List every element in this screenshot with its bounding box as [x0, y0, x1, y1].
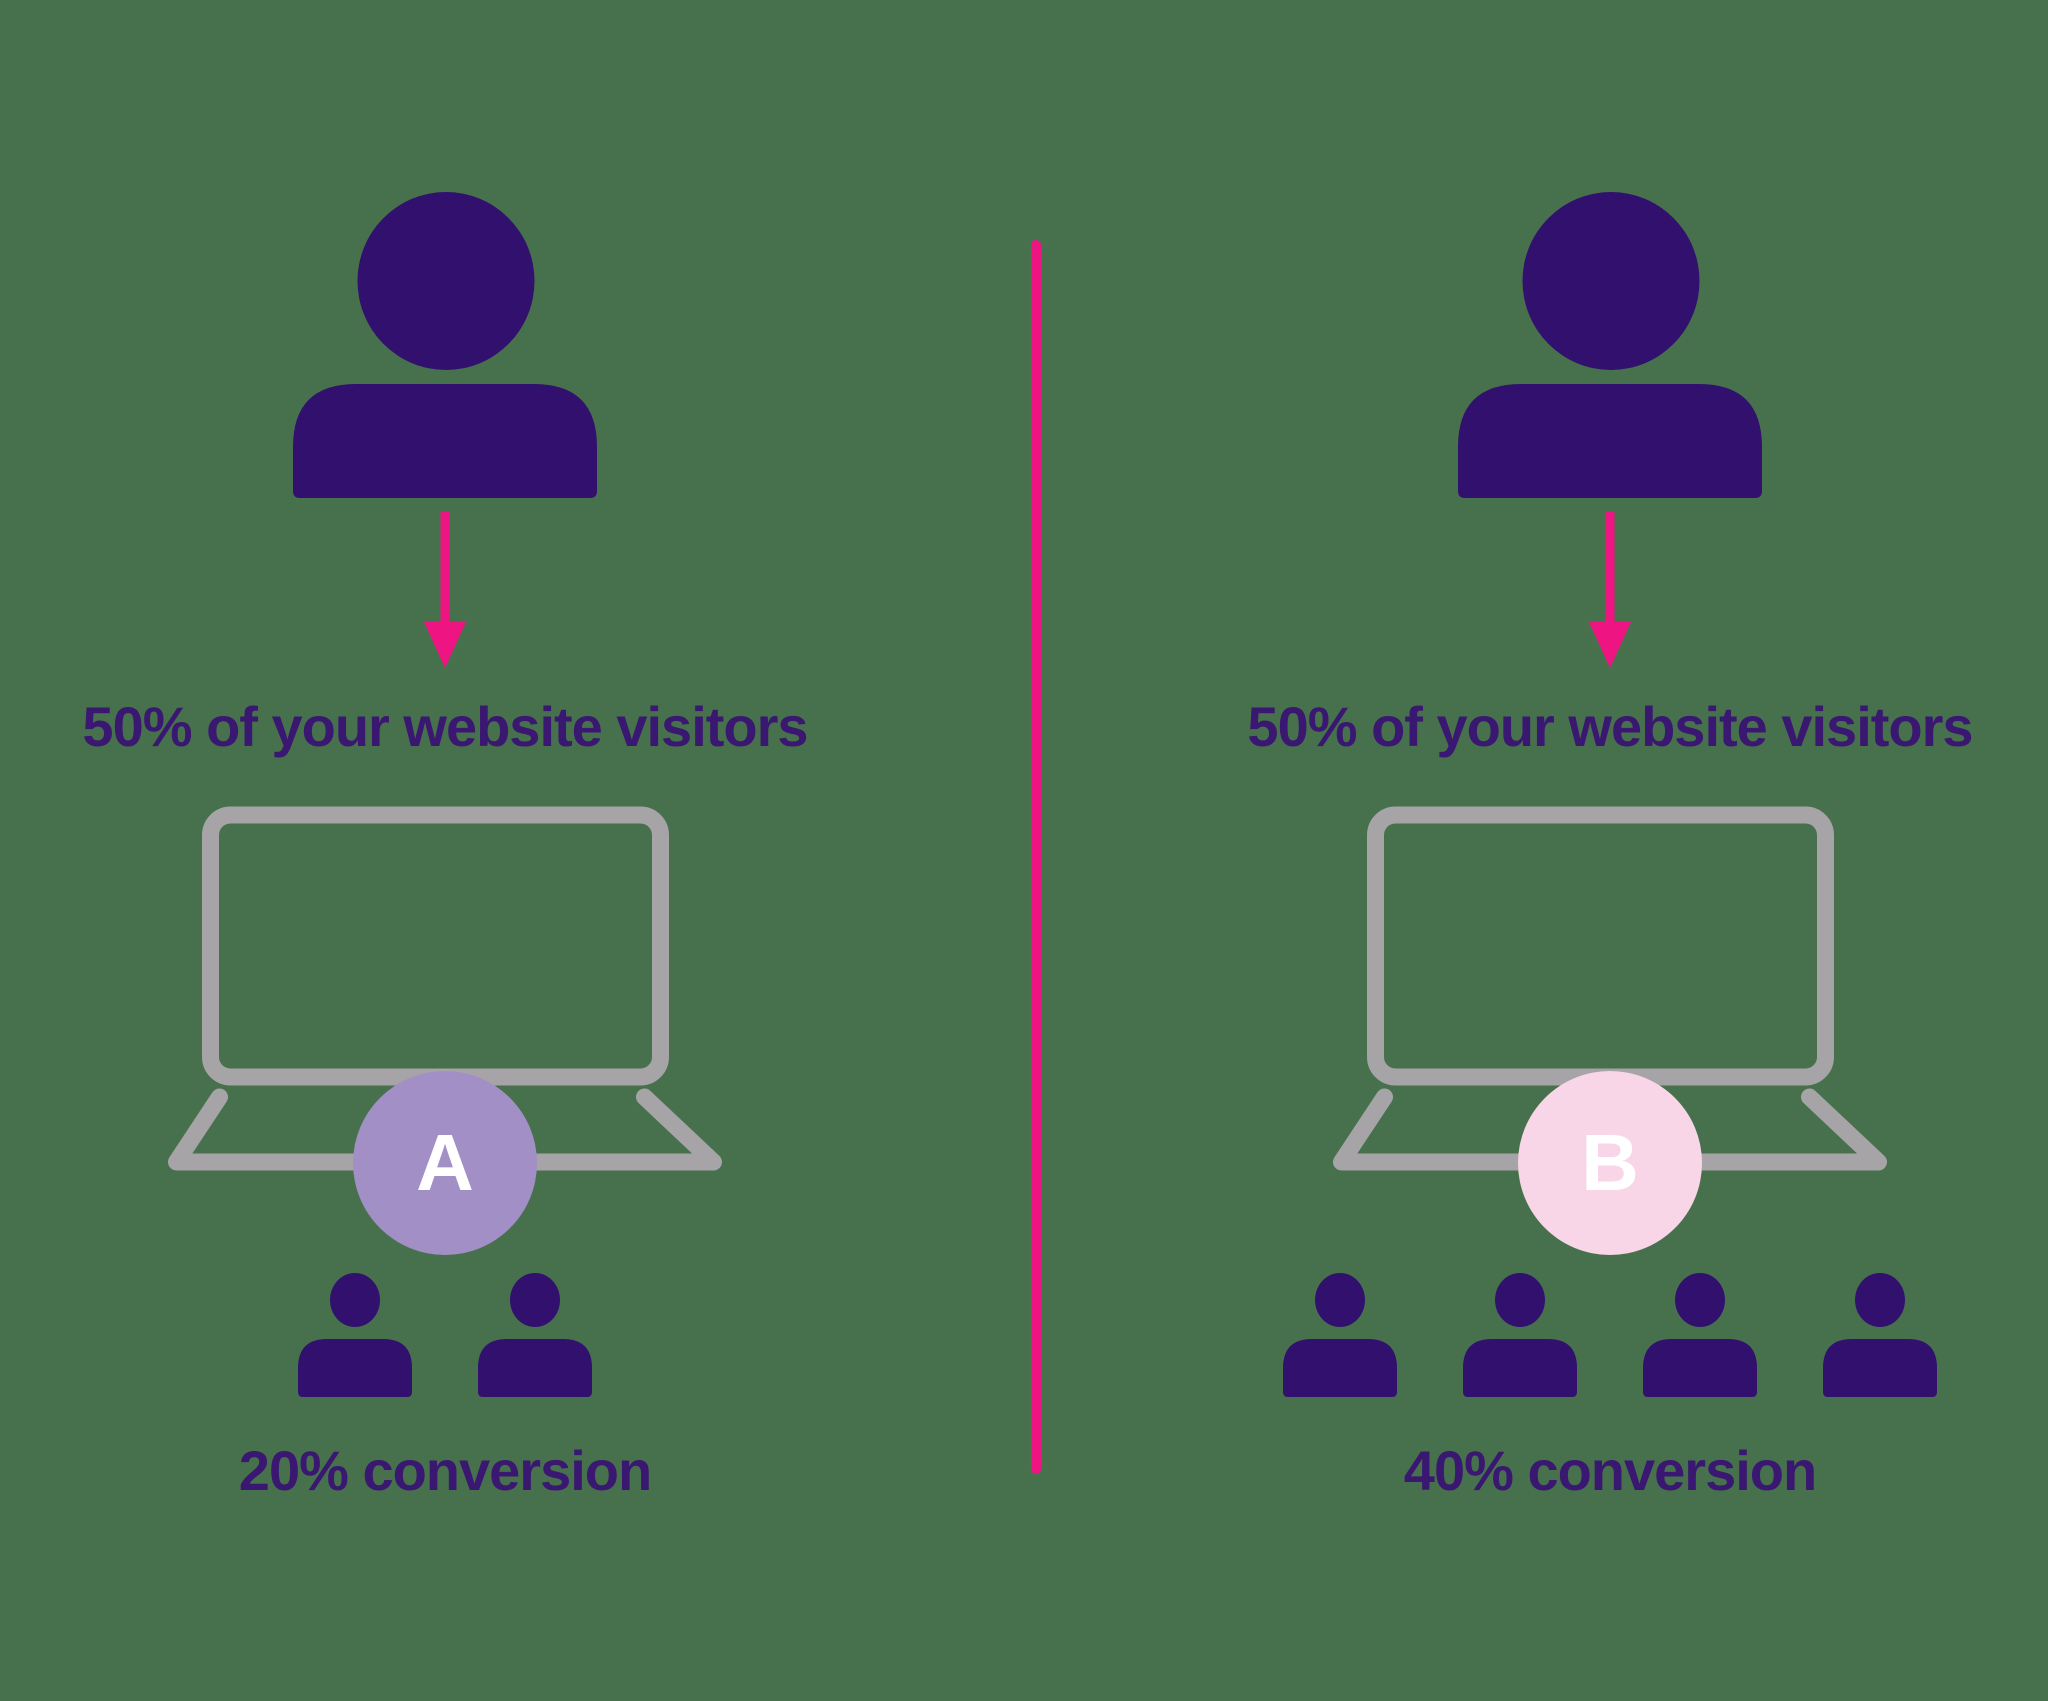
visitor-person-icon [1458, 192, 1762, 498]
variant-b-badge: B [1518, 1071, 1702, 1255]
visitors-label: 50% of your website visitors [1247, 695, 1973, 758]
down-arrow-icon [1589, 512, 1631, 668]
converted-visitors-row [1281, 1272, 1939, 1399]
down-arrow-icon [424, 512, 466, 668]
variant-b-letter: B [1581, 1118, 1639, 1207]
variant-a-badge: A [353, 1071, 537, 1255]
variant-a-letter: A [416, 1118, 474, 1207]
visitors-label: 50% of your website visitors [82, 695, 808, 758]
converted-visitor-icon [478, 1273, 592, 1397]
converted-visitor-icon [1823, 1273, 1937, 1397]
visitor-person-icon [293, 192, 597, 498]
converted-visitor-icon [1643, 1273, 1757, 1397]
converted-visitors-row [296, 1272, 594, 1399]
converted-visitor-icon [1463, 1273, 1577, 1397]
conversion-label: 40% conversion [1403, 1439, 1817, 1502]
split-divider-line [1031, 240, 1041, 1474]
converted-visitor-icon [1283, 1273, 1397, 1397]
conversion-label: 20% conversion [238, 1439, 652, 1502]
converted-visitor-icon [298, 1273, 412, 1397]
